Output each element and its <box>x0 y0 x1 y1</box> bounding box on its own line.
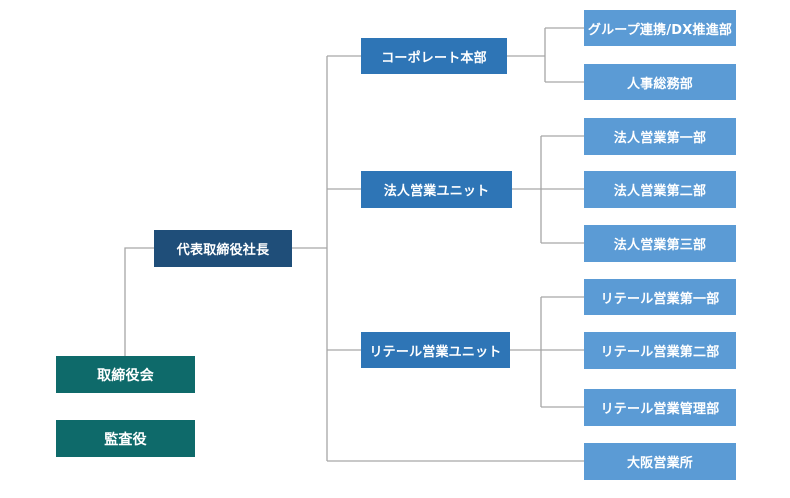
corporate-sales-unit-box: 法人営業ユニット <box>361 171 512 208</box>
corporate-sales-dept-1-box: 法人営業第一部 <box>584 118 736 155</box>
board-of-directors-box: 取締役会 <box>56 356 195 393</box>
retail-sales-unit-box: リテール営業ユニット <box>361 332 510 368</box>
osaka-sales-office-box: 大阪営業所 <box>584 443 736 480</box>
corporate-sales-dept-2-box: 法人営業第二部 <box>584 171 736 208</box>
retail-sales-dept-2-box: リテール営業第二部 <box>584 332 736 369</box>
group-dx-dept-box: グループ連携/DX推進部 <box>584 10 736 46</box>
connector-board-ceo <box>124 247 154 356</box>
retail-sales-admin-dept-box: リテール営業管理部 <box>584 389 736 426</box>
corporate-sales-dept-3-box: 法人営業第三部 <box>584 225 736 262</box>
corporate-hq-box: コーポレート本部 <box>361 38 507 74</box>
ceo-box: 代表取締役社長 <box>154 230 292 267</box>
auditor-box: 監査役 <box>56 420 195 457</box>
retail-sales-dept-1-box: リテール営業第一部 <box>584 279 736 315</box>
hr-general-affairs-dept-box: 人事総務部 <box>584 64 736 100</box>
